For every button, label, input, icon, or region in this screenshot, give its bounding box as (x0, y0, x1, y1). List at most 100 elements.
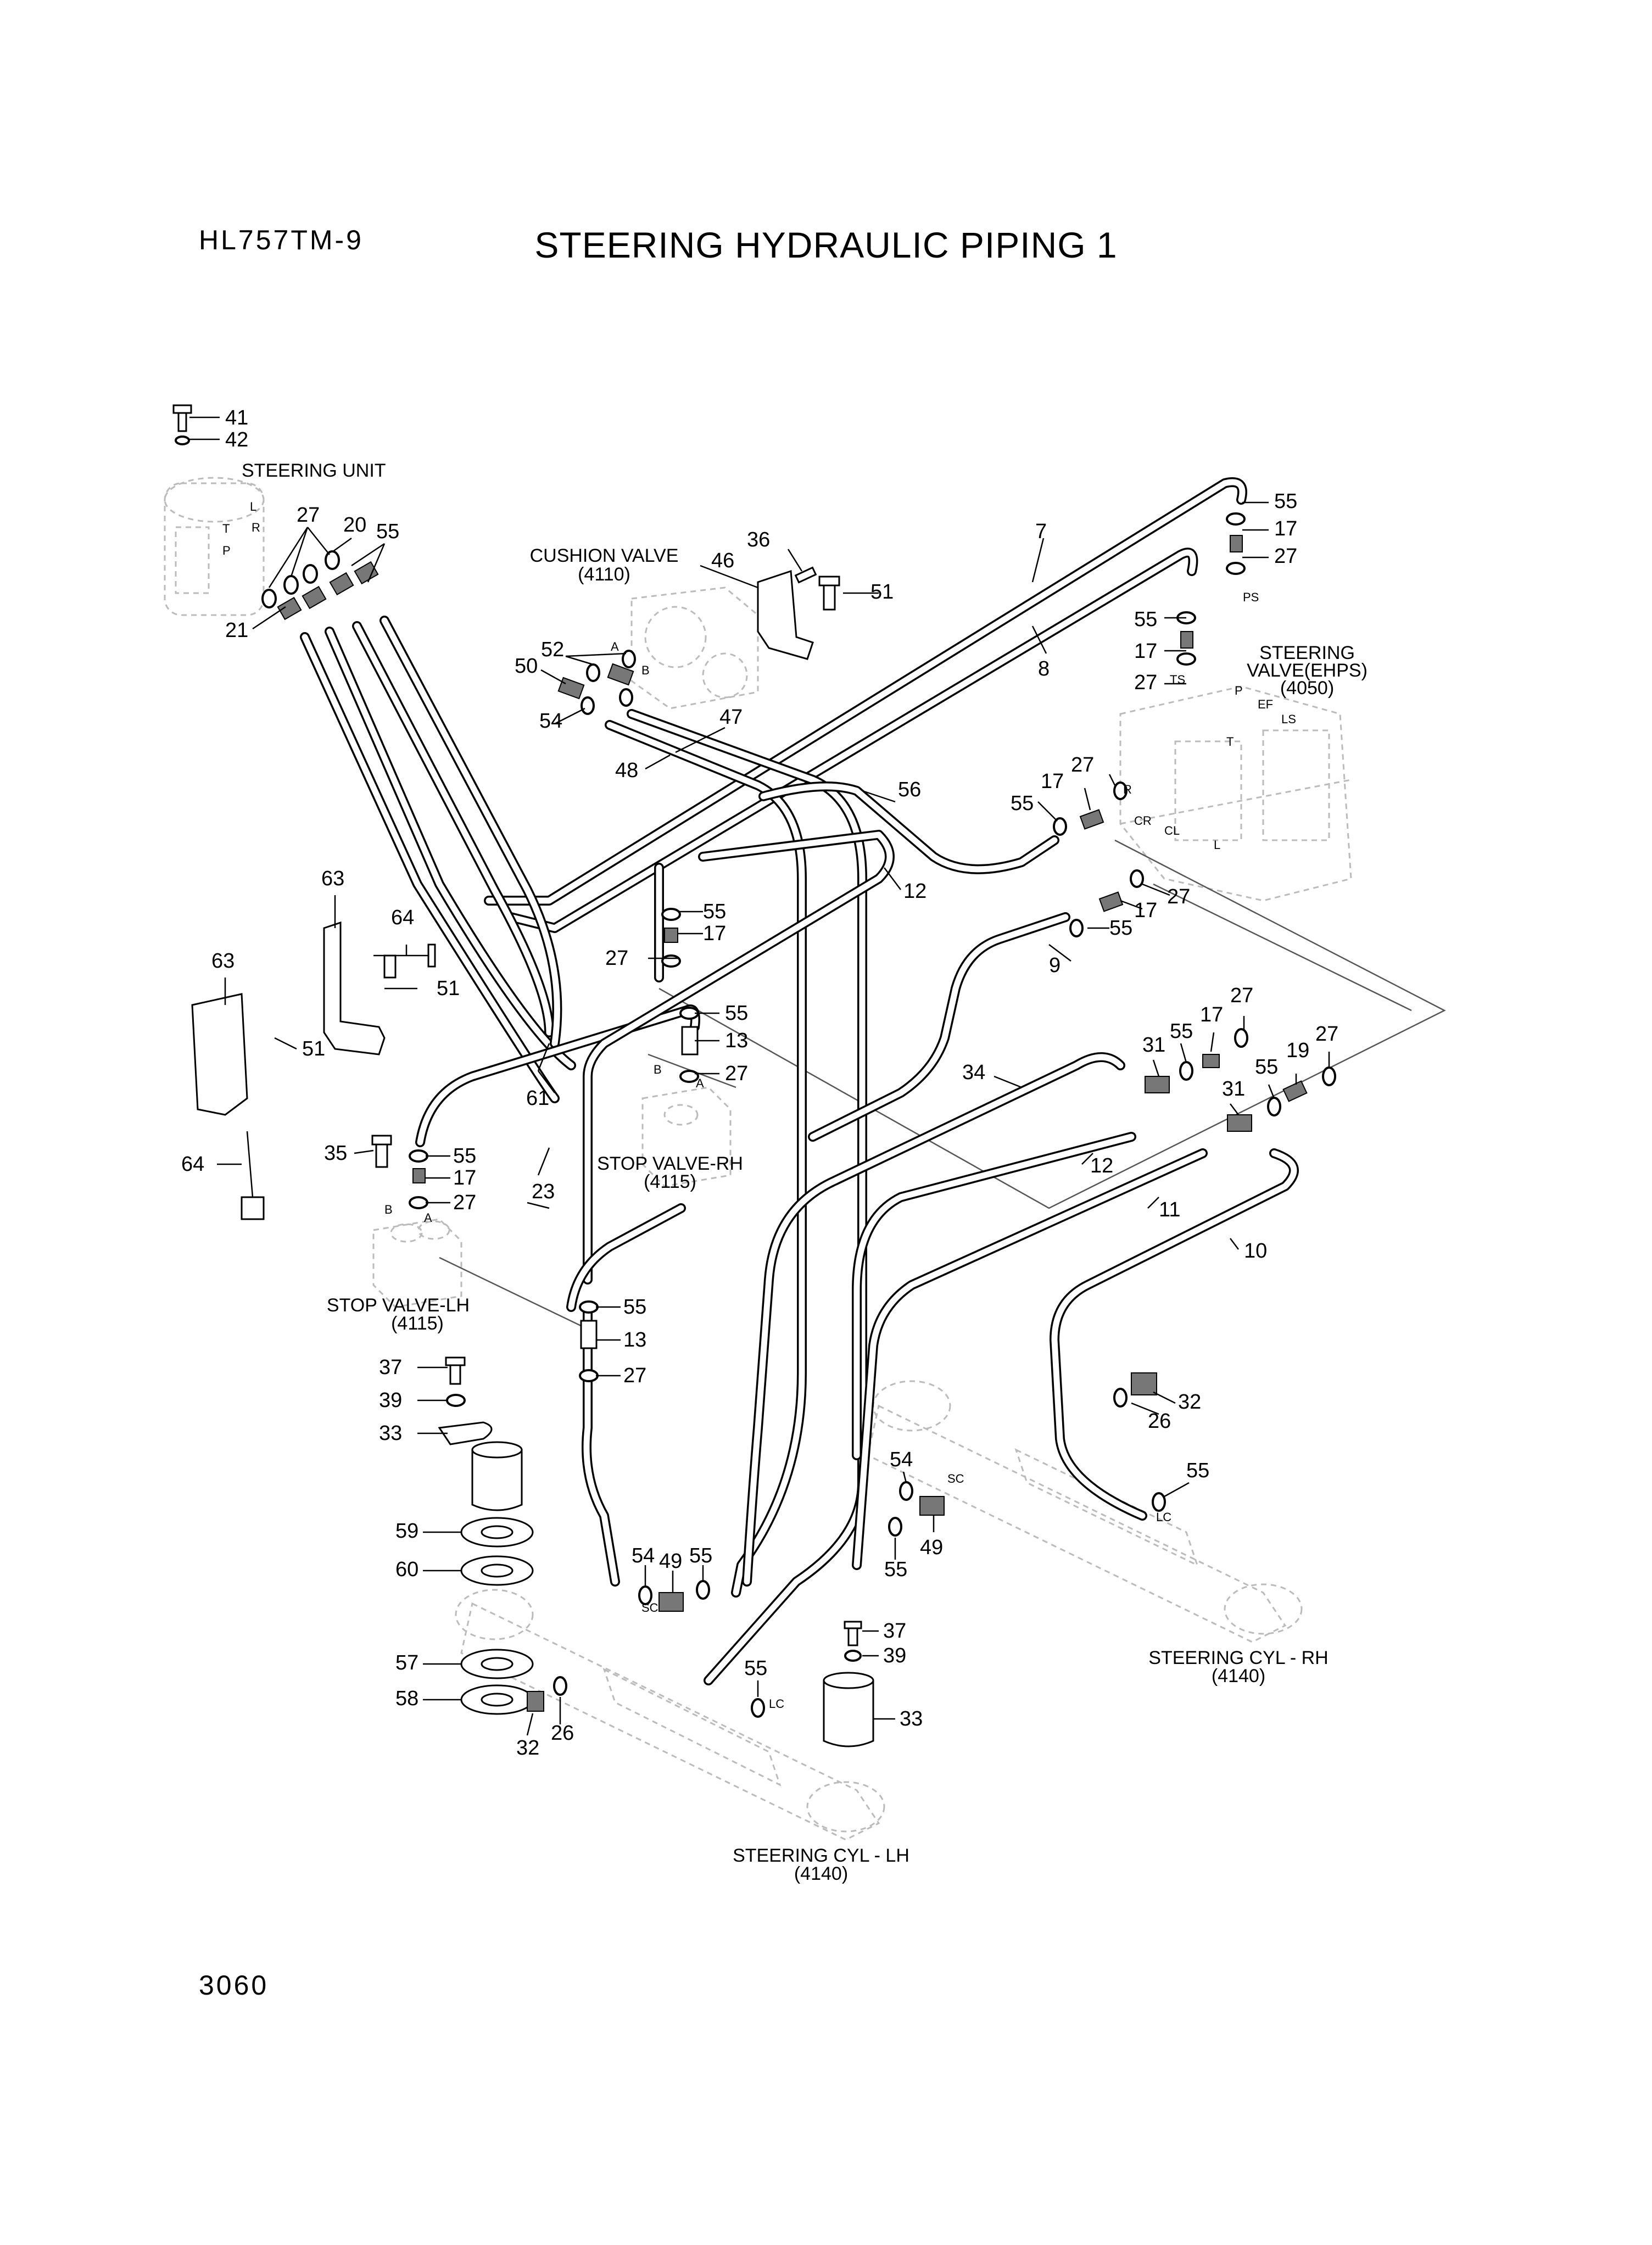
callout-36: 36 (747, 528, 770, 551)
callout-17: 17 (1134, 640, 1157, 663)
port-label: L (250, 500, 256, 513)
port-label: SC (947, 1472, 964, 1486)
steering-cyl-rh-label: STEERING CYL - RH (1148, 1648, 1328, 1668)
steering-valve-label-1: STEERING (1259, 643, 1355, 663)
callout-39: 39 (883, 1644, 906, 1667)
steering-unit-ghost (164, 477, 265, 616)
callout-27: 27 (725, 1062, 748, 1085)
port-label: R (1123, 783, 1132, 796)
port-label: LC (1156, 1510, 1171, 1524)
callout-9: 9 (1049, 954, 1061, 977)
port-label: L (1214, 838, 1220, 852)
callout-27: 27 (1274, 545, 1297, 568)
callout-50: 50 (515, 655, 538, 678)
callout-49: 49 (920, 1536, 943, 1559)
port-label: PS (1243, 590, 1259, 604)
callout-57: 57 (395, 1651, 418, 1674)
callout-55: 55 (1109, 917, 1132, 940)
callout-21: 21 (225, 619, 248, 642)
callout-11: 11 (1159, 1198, 1180, 1221)
callout-13: 13 (623, 1328, 646, 1352)
port-labels: L R T P A B PS TS P EF LS T R CR CL L B … (222, 500, 1296, 1711)
callout-35: 35 (324, 1142, 347, 1165)
callout-54: 54 (539, 710, 562, 733)
callout-52: 52 (541, 638, 564, 661)
component-labels: STEERING UNIT CUSHION VALVE (4110) STEER… (242, 460, 1368, 1884)
callout-17: 17 (453, 1166, 476, 1189)
callout-31: 31 (1142, 1034, 1165, 1057)
callout-55: 55 (1170, 1020, 1193, 1043)
callout-39: 39 (379, 1389, 402, 1412)
port-label: A (424, 1211, 432, 1225)
steering-cyl-lh-ghost (455, 1589, 885, 1841)
callout-41: 41 (225, 406, 248, 429)
callout-55: 55 (884, 1558, 907, 1581)
callout-20: 20 (343, 513, 366, 537)
stop-valve-rh-ghost (641, 1086, 732, 1187)
callout-55: 55 (376, 520, 399, 543)
callout-54: 54 (890, 1448, 913, 1471)
callout-54: 54 (632, 1544, 655, 1567)
cushion-valve-label: CUSHION VALVE (530, 545, 679, 566)
stop-valve-lh-label: STOP VALVE-LH (327, 1295, 470, 1316)
callout-37: 37 (379, 1356, 402, 1379)
port-label: CR (1134, 814, 1152, 828)
callout-37: 37 (883, 1619, 906, 1643)
callout-32: 32 (516, 1736, 539, 1760)
callout-13: 13 (725, 1029, 748, 1052)
port-label: T (1226, 735, 1234, 749)
cushion-valve-ghost (630, 587, 759, 710)
steering-cyl-lh-label: STEERING CYL - LH (733, 1845, 909, 1866)
callout-64: 64 (391, 906, 414, 929)
port-label: B (654, 1063, 662, 1076)
callout-55: 55 (703, 900, 726, 923)
callout-63: 63 (211, 950, 235, 973)
callout-27: 27 (453, 1191, 476, 1214)
callout-60: 60 (395, 1558, 418, 1581)
stop-valve-lh-ghost (372, 1218, 462, 1308)
callout-51: 51 (870, 580, 894, 604)
callout-51: 51 (437, 977, 460, 1000)
callout-58: 58 (395, 1687, 418, 1710)
port-label: LC (769, 1697, 784, 1711)
port-label: B (641, 663, 650, 677)
callout-27: 27 (1134, 671, 1157, 694)
hardware-parts (172, 404, 1336, 1747)
callout-8: 8 (1038, 657, 1050, 680)
port-label: T (222, 522, 230, 535)
page-title: STEERING HYDRAULIC PIPING 1 (534, 225, 1118, 265)
callout-10: 10 (1244, 1239, 1267, 1263)
callout-49: 49 (659, 1550, 682, 1573)
callout-59: 59 (395, 1520, 418, 1543)
cushion-valve-code: (4110) (578, 564, 630, 585)
callout-19: 19 (1286, 1039, 1309, 1062)
callout-17: 17 (703, 922, 726, 945)
steering-valve-code: (4050) (1280, 678, 1334, 699)
callout-55: 55 (689, 1544, 712, 1567)
callout-55: 55 (1274, 490, 1297, 513)
callout-55: 55 (1011, 792, 1034, 815)
port-label: SC (641, 1601, 658, 1615)
callout-17: 17 (1274, 517, 1297, 540)
callout-51: 51 (302, 1037, 325, 1060)
steering-valve-label-2: VALVE(EHPS) (1247, 660, 1368, 681)
callout-56: 56 (898, 778, 921, 801)
port-label: TS (1170, 673, 1185, 686)
callout-61: 61 (526, 1087, 549, 1110)
callout-12: 12 (1090, 1154, 1113, 1177)
port-label: EF (1258, 697, 1273, 711)
stop-valve-rh-label: STOP VALVE-RH (597, 1153, 743, 1174)
leader-lines (189, 416, 1330, 1736)
callout-23: 23 (532, 1180, 555, 1203)
port-label: LS (1281, 712, 1296, 726)
stop-valve-lh-code: (4115) (391, 1313, 444, 1334)
callout-64: 64 (181, 1153, 204, 1176)
steering-cyl-lh-code: (4140) (794, 1863, 848, 1884)
callout-63: 63 (321, 867, 344, 890)
callout-12: 12 (903, 880, 927, 903)
steering-unit-label: STEERING UNIT (242, 460, 386, 481)
callout-55: 55 (744, 1657, 767, 1680)
callout-55: 55 (1255, 1056, 1278, 1079)
callout-33: 33 (379, 1422, 402, 1445)
